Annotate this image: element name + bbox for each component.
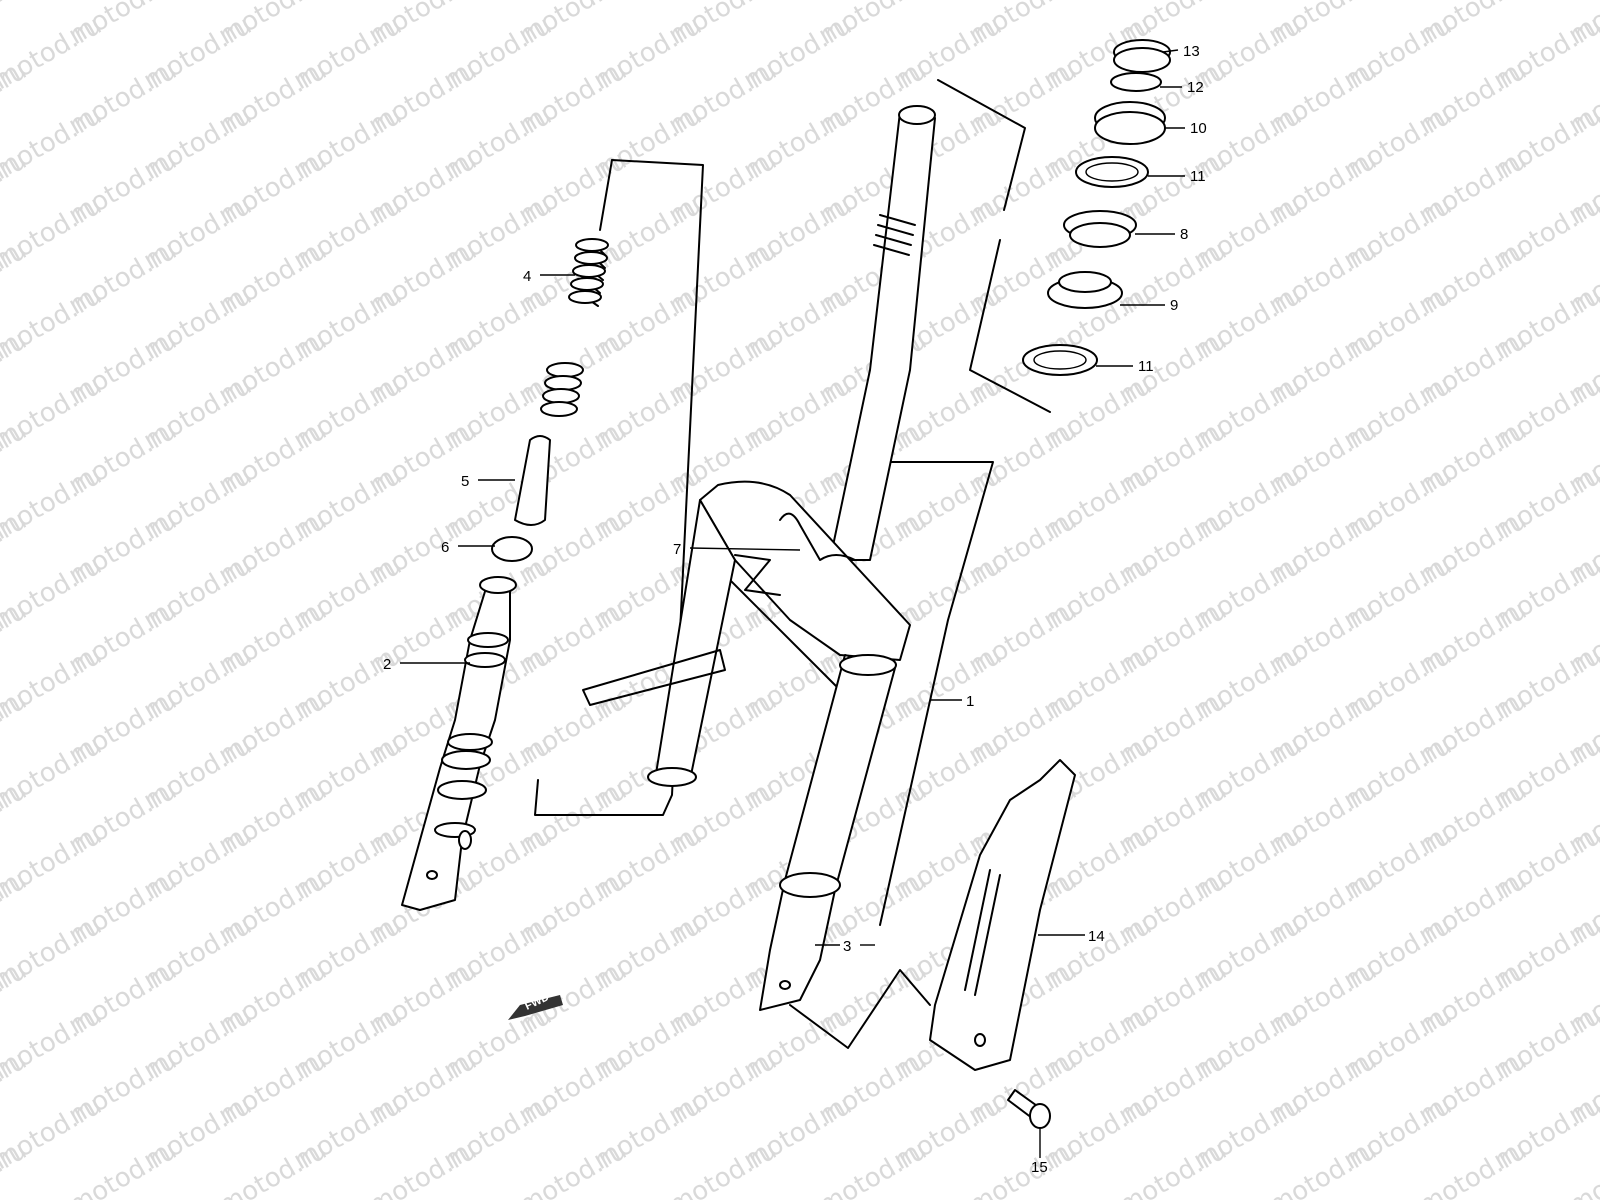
callout-14-text: 14 [1088, 928, 1105, 945]
watermark-text: motod.ru [664, 1135, 782, 1200]
spring-spacer [514, 435, 551, 526]
watermark-text: motod.ru [1564, 1135, 1600, 1200]
callout-7: 7 [673, 541, 801, 558]
callout-15-text: 15 [1031, 1159, 1048, 1176]
watermark-text: motod.ru [1114, 1135, 1232, 1200]
assembly-frame-lines [534, 79, 1051, 1049]
callout-6: 6 [441, 539, 495, 556]
callout-8-text: 8 [1180, 226, 1188, 243]
callout-9-text: 9 [1170, 297, 1178, 314]
callout-15: 15 [1031, 1128, 1048, 1176]
watermark-text: motod.ru [1264, 1135, 1382, 1200]
callout-1-text: 1 [966, 693, 974, 710]
watermark-text: motod.ru [364, 1135, 482, 1200]
steering-stem-assembly [582, 105, 936, 1011]
watermark-text: motod.ru [0, 0, 107, 6]
callout-12: 12 [1160, 79, 1204, 96]
watermark-text: motod.ru [814, 1135, 932, 1200]
callout-2: 2 [383, 656, 470, 673]
callout-14: 14 [1038, 928, 1105, 945]
callout-10: 10 [1165, 120, 1207, 137]
callout-4-text: 4 [523, 268, 531, 285]
callout-8: 8 [1135, 226, 1188, 243]
callout-3: 3 [815, 938, 875, 955]
callout-1: 1 [930, 693, 974, 710]
fork-guard-screw [1007, 1089, 1051, 1129]
watermark-text: motod.ru [964, 1135, 1082, 1200]
callout-13: 13 [1162, 43, 1200, 60]
callout-2-text: 2 [383, 656, 391, 673]
callout-5: 5 [461, 473, 515, 490]
callout-12-text: 12 [1187, 79, 1204, 96]
callout-10-text: 10 [1190, 120, 1207, 137]
callout-5-text: 5 [461, 473, 469, 490]
callout-7-text: 7 [673, 541, 681, 558]
fork-guard [929, 759, 1076, 1071]
callout-11-upper-text: 11 [1190, 168, 1206, 185]
callout-11-lower: 11 [1096, 358, 1154, 375]
steering-head-parts [1022, 39, 1171, 376]
callout-13-text: 13 [1183, 43, 1200, 60]
callout-9: 9 [1120, 297, 1178, 314]
callout-11-lower-text: 11 [1138, 358, 1154, 375]
callout-3-text: 3 [843, 938, 851, 955]
watermark-text: motod.ru [214, 1135, 332, 1200]
callout-11-upper: 11 [1148, 168, 1206, 185]
fork-spring [540, 238, 609, 417]
watermark-text: motod.ru [1414, 1135, 1532, 1200]
damper-rod [401, 576, 517, 911]
spring-seat [491, 536, 533, 562]
callout-labels: 13 12 10 11 8 9 11 4 5 6 7 2 1 14 3 15 [383, 43, 1207, 1176]
callout-6-text: 6 [441, 539, 449, 556]
callout-4: 4 [523, 268, 575, 285]
watermark-text: motod.ru [0, 0, 32, 51]
watermark-text: motod.ru [64, 1135, 182, 1200]
watermark-text: motod.ru [514, 1135, 632, 1200]
